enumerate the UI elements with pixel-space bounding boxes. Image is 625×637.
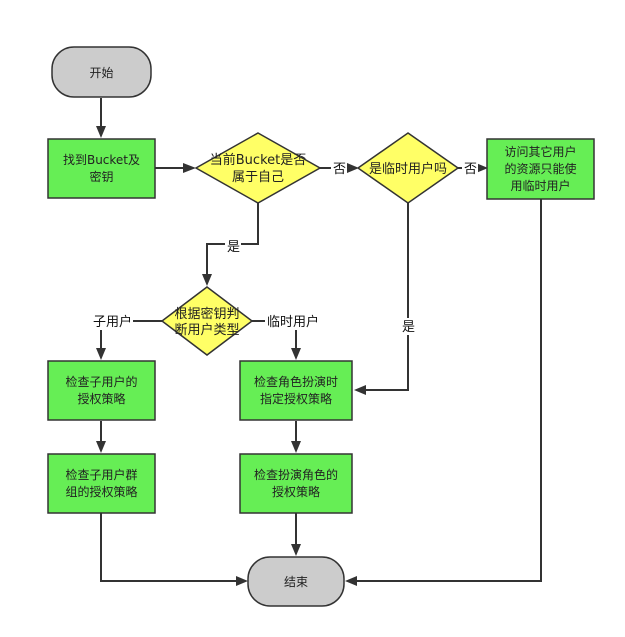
arrowhead: [345, 576, 357, 586]
arrowhead: [347, 163, 359, 173]
node-check-subuser-group-line-2: 组的授权策略: [65, 484, 137, 499]
edge-temp-yes: [364, 203, 409, 391]
node-bucket-owned-line-1: 当前Bucket是否: [210, 152, 306, 168]
node-bucket-owned-line-2: 属于自己: [232, 170, 284, 185]
node-find-bucket-line-2: 密钥: [89, 169, 113, 184]
node-check-role-policy-line-1: 检查角色扮演时: [254, 374, 338, 389]
node-check-subuser-line-2: 授权策略: [77, 391, 125, 406]
node-check-role-grant-line-1: 检查扮演角色的: [254, 467, 338, 482]
label-owned-no: 否: [333, 162, 346, 177]
arrowhead: [96, 441, 106, 453]
label-type-subuser: 子用户: [93, 314, 132, 330]
edge-access-to-end: [355, 199, 542, 582]
node-is-temp-user: 是临时用户吗: [356, 132, 460, 204]
node-access-other: 访问其它用户 的资源只能使 用临时用户: [486, 138, 595, 200]
arrowhead: [291, 348, 301, 360]
node-find-bucket: 找到Bucket及 密钥: [47, 138, 156, 199]
arrowhead: [96, 348, 106, 360]
node-check-role-grant: 检查扮演角色的 授权策略: [239, 453, 353, 514]
arrowhead: [291, 441, 301, 453]
arrowhead: [236, 576, 248, 586]
arrowhead: [96, 126, 106, 138]
node-start-label: 开始: [89, 66, 113, 80]
node-check-role-policy: 检查角色扮演时 指定授权策略: [239, 360, 353, 421]
node-judge-user-type: 根据密钥判 断用户类型: [160, 286, 254, 356]
node-check-subuser-line-1: 检查子用户的: [65, 374, 137, 389]
node-bucket-owned: 当前Bucket是否 属于自己: [194, 132, 322, 204]
node-access-other-line-3: 用临时用户: [510, 178, 570, 193]
arrowhead: [291, 544, 301, 556]
arrowhead: [183, 163, 196, 173]
label-type-temp: 临时用户: [267, 314, 319, 330]
edge-labels: 否 否 是 是 子用户 临时用户: [91, 160, 478, 335]
node-check-subuser-group: 检查子用户群 组的授权策略: [47, 453, 156, 514]
arrowhead: [202, 274, 212, 286]
node-end: 结束: [247, 556, 345, 607]
node-check-subuser: 检查子用户的 授权策略: [47, 360, 156, 421]
node-check-role-policy-line-2: 指定授权策略: [260, 391, 332, 406]
node-end-label: 结束: [284, 575, 308, 589]
node-judge-user-type-line-1: 根据密钥判: [174, 306, 239, 322]
label-temp-no: 否: [464, 162, 477, 177]
node-is-temp-user-label: 是临时用户吗: [369, 161, 447, 177]
label-temp-yes: 是: [402, 320, 415, 335]
arrowhead: [476, 163, 488, 173]
arrowhead: [354, 385, 366, 395]
node-access-other-line-2: 的资源只能使: [504, 161, 576, 176]
node-access-other-line-1: 访问其它用户: [504, 144, 576, 159]
node-judge-user-type-line-2: 断用户类型: [174, 322, 239, 338]
node-check-role-grant-line-2: 授权策略: [272, 484, 320, 499]
edge-group-to-end: [100, 513, 237, 582]
label-owned-yes: 是: [227, 240, 240, 255]
node-check-subuser-group-line-1: 检查子用户群: [65, 467, 137, 482]
node-start: 开始: [51, 46, 152, 98]
node-find-bucket-line-1: 找到Bucket及: [63, 153, 140, 167]
